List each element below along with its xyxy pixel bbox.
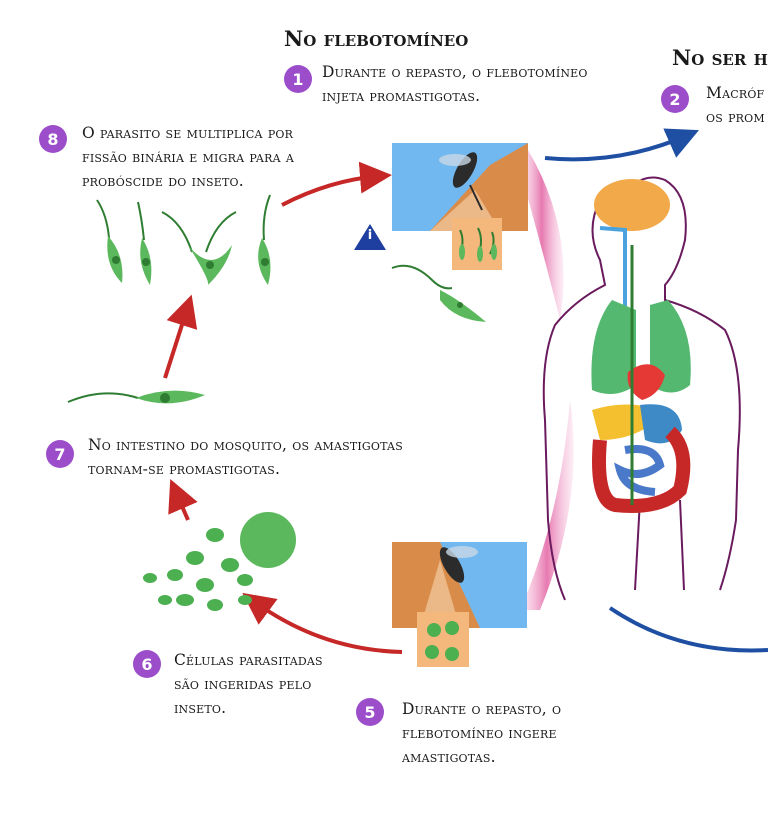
left-lung	[591, 300, 636, 394]
step-1-badge: 1	[284, 65, 312, 93]
title-human: No ser hu	[672, 45, 768, 70]
heart-icon	[627, 364, 665, 400]
step-7-text: No intestino do mosquito, os amastigotas…	[88, 433, 403, 481]
step-2-text: Macróf os prom	[706, 81, 765, 129]
step-5-badge: 5	[356, 698, 384, 726]
sandfly-bite-panel-top	[392, 143, 528, 270]
promastigote-injected	[391, 264, 486, 322]
arrow-6-to-7	[168, 478, 198, 521]
promastigote-gut	[67, 390, 205, 404]
step-7-line-2: tornam-se promastigotas.	[88, 460, 281, 478]
step-8-line-3: probóscide do inseto.	[82, 172, 244, 190]
beam-lower	[520, 400, 574, 610]
dividing-promastigotes	[96, 194, 271, 285]
step-2-line-2: os prom	[706, 108, 765, 126]
step-7-line-1: No intestino do mosquito, os amastigotas	[88, 436, 403, 454]
title-sandfly: No flebotomíneo	[284, 26, 469, 51]
amastigote-cells	[143, 512, 296, 611]
human-body	[542, 176, 741, 601]
step-5-line-3: amastigotas.	[402, 748, 496, 766]
step-2-badge: 2	[661, 85, 689, 113]
step-1-line-2: injeta promastigotas.	[322, 87, 481, 105]
step-8-badge: 8	[39, 125, 67, 153]
step-8-line-2: fissão binária e migra para a	[82, 148, 294, 166]
step-8-text: O parasito se multiplica por fissão biná…	[82, 121, 294, 193]
brain-icon	[594, 179, 670, 231]
intestine	[592, 426, 691, 513]
infective-stage-marker	[354, 224, 386, 250]
small-intestine	[614, 445, 665, 496]
step-6-badge: 6	[133, 650, 161, 678]
step-2-line-1: Macróf	[706, 84, 765, 102]
beam-upper	[520, 150, 564, 320]
stage-marker-label: i	[367, 228, 373, 243]
step-8-line-1: O parasito se multiplica por	[82, 124, 294, 142]
step-6-line-2: são ingeridas pelo	[174, 675, 312, 693]
step-6-line-1: Células parasitadas	[174, 651, 323, 669]
right-lung	[650, 300, 691, 393]
step-5-line-1: Durante o repasto, o	[402, 700, 562, 718]
step-5-text: Durante o repasto, o flebotomíneo ingere…	[402, 697, 561, 769]
sandfly-bite-panel-bottom	[392, 542, 527, 667]
arrow-7-to-8	[163, 294, 198, 379]
step-6-line-3: inseto.	[174, 699, 227, 717]
step-1-text: Durante o repasto, o flebotomíneo injeta…	[322, 60, 588, 108]
step-7-badge: 7	[46, 440, 74, 468]
step-1-line-1: Durante o repasto, o flebotomíneo	[322, 63, 588, 81]
airway	[599, 226, 627, 320]
step-5-line-2: flebotomíneo ingere	[402, 724, 557, 742]
arrow-blue-bottom	[608, 606, 768, 653]
arrow-blue-top	[544, 128, 699, 162]
arrow-8-to-1	[281, 161, 392, 207]
arrow-5-to-6	[242, 592, 403, 654]
step-6-text: Células parasitadas são ingeridas pelo i…	[174, 648, 323, 720]
